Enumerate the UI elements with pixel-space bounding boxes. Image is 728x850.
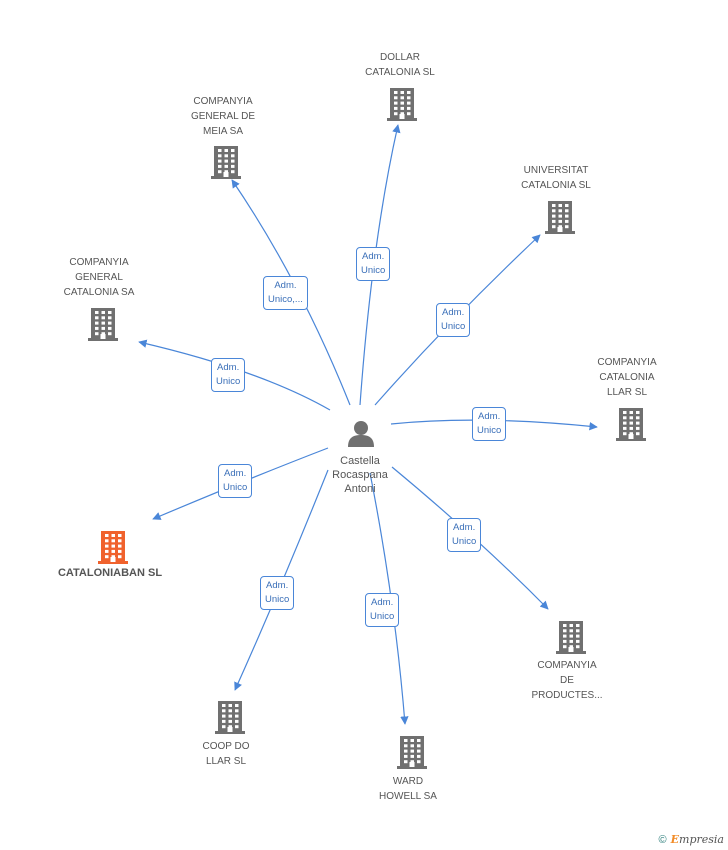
- company-label-ward[interactable]: WARD HOWELL SA: [379, 776, 437, 802]
- building-icon-cataloniaban[interactable]: [97, 530, 129, 569]
- company-label-general-catalonia[interactable]: COMPANYIA GENERAL CATALONIA SA: [63, 257, 135, 298]
- edge-label-meia[interactable]: Adm. Unico,...: [263, 276, 308, 310]
- company-label-meia[interactable]: COMPANYIA GENERAL DE MEIA SA: [190, 96, 256, 137]
- building-icon-catalonia-llar[interactable]: [615, 407, 647, 446]
- company-label-cataloniaban[interactable]: CATALONIABAN SL: [57, 567, 163, 579]
- edge-label-dollar[interactable]: Adm. Unico: [356, 247, 391, 281]
- company-label-dollar[interactable]: DOLLAR CATALONIA SL: [365, 52, 435, 78]
- footer-brand: © Empresia: [659, 833, 724, 846]
- company-label-universitat[interactable]: UNIVERSITAT CATALONIA SL: [521, 165, 591, 191]
- building-icon-coop[interactable]: [214, 700, 246, 739]
- edge-label-productes[interactable]: Adm. Unico: [447, 518, 482, 552]
- building-icon-productes[interactable]: [555, 620, 587, 659]
- edge-label-catalonia-llar[interactable]: Adm. Unico: [472, 407, 507, 441]
- edge-label-ward[interactable]: Adm. Unico: [365, 593, 400, 627]
- edge-label-coop[interactable]: Adm. Unico: [260, 576, 295, 610]
- brand-logo: Empresia: [670, 833, 724, 846]
- company-label-productes[interactable]: COMPANYIA DE PRODUCTES...: [531, 660, 603, 701]
- person-name[interactable]: Castella Rocaspana Antoni: [332, 455, 388, 495]
- edge-general-catalonia: [138, 339, 331, 411]
- company-label-coop[interactable]: COOP DO LLAR SL: [202, 741, 250, 767]
- copyright-symbol: ©: [658, 833, 667, 846]
- building-icon-meia[interactable]: [210, 145, 242, 184]
- edge-label-cataloniaban[interactable]: Adm. Unico: [218, 464, 253, 498]
- company-label-catalonia-llar[interactable]: COMPANYIA CATALONIA LLAR SL: [597, 357, 657, 398]
- edge-label-universitat[interactable]: Adm. Unico: [436, 303, 471, 337]
- building-icon-universitat[interactable]: [544, 200, 576, 239]
- building-icon-ward[interactable]: [396, 735, 428, 774]
- building-icon-dollar[interactable]: [386, 87, 418, 126]
- building-icon-general-catalonia[interactable]: [87, 307, 119, 346]
- person-icon[interactable]: [346, 418, 376, 448]
- edge-label-general-catalonia[interactable]: Adm. Unico: [211, 358, 246, 392]
